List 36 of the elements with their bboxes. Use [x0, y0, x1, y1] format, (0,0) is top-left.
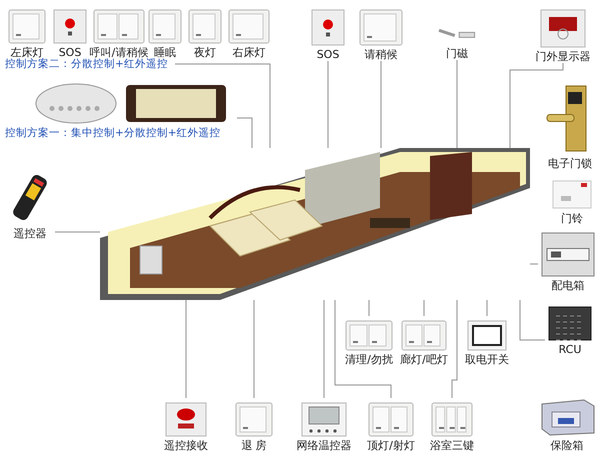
device-label: 浴室三键: [430, 439, 474, 452]
device-label: 请稍候: [364, 48, 398, 61]
device-label: 遥控器: [14, 227, 46, 240]
device-label: 清理/勿扰: [345, 353, 393, 366]
device-label: 取电开关: [465, 353, 509, 366]
device-label: 网络温控器: [296, 439, 352, 452]
device-label: RCU: [558, 343, 582, 356]
leader-line: [456, 60, 458, 148]
device-label: 左床灯: [10, 46, 44, 59]
device-label: 呼叫/请稍候: [90, 46, 148, 59]
scheme-title: 控制方案一：集中控制+分散控制+红外遥控: [5, 127, 221, 140]
leader-line: [368, 300, 370, 316]
device-label: 夜灯: [194, 46, 216, 59]
leader-line: [174, 64, 270, 148]
leader-line: [380, 60, 382, 148]
device-label: 顶灯/射灯: [367, 439, 415, 452]
device-label: 退 房: [241, 439, 267, 452]
device-label: 门外显示器: [536, 50, 590, 63]
device-label: SOS: [316, 48, 340, 61]
device-label: SOS: [58, 46, 82, 59]
device-label: 右床灯: [232, 46, 266, 59]
device-label: 配电箱: [552, 279, 584, 292]
leader-line: [510, 62, 564, 148]
device-label: 保险箱: [550, 439, 584, 452]
device-label: 遥控接收: [164, 439, 208, 452]
device-label: 廊灯/吧灯: [400, 353, 448, 366]
device-label: 睡眠: [154, 46, 176, 59]
leader-line: [486, 300, 488, 316]
device-label: 门磁: [446, 47, 468, 60]
leader-line: [236, 118, 252, 148]
leader-line: [520, 300, 546, 340]
leader-line: [452, 300, 458, 398]
device-label: 电子门锁: [548, 157, 592, 170]
leader-line: [334, 300, 392, 398]
scheme-title: 控制方案二：分散控制+红外遥控: [5, 58, 168, 71]
device-label: 门铃: [561, 212, 583, 225]
